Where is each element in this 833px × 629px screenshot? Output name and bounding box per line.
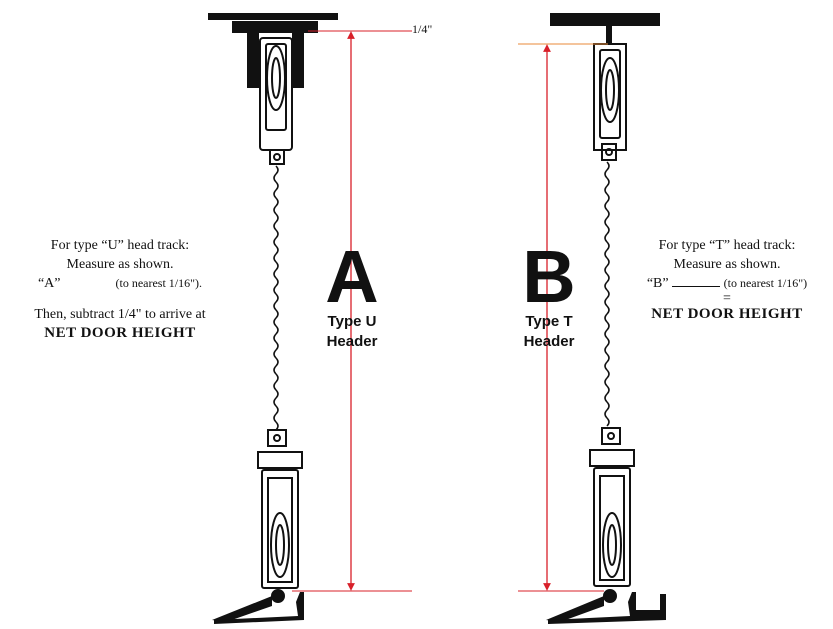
type-u-floor-guide <box>212 596 272 622</box>
label-b: B Type T Header <box>506 240 592 352</box>
type-u-note-line1: For type “U” head track: <box>50 238 190 253</box>
type-u-instructions: For type “U” head track: Measure as show… <box>10 236 230 343</box>
type-u-top-carrier <box>259 37 293 165</box>
label-a: A Type U Header <box>309 240 395 352</box>
type-u-ceiling-plate <box>208 13 338 20</box>
type-u-net-door-height: NET DOOR HEIGHT <box>44 325 196 341</box>
type-u-header-label: Header <box>326 333 378 350</box>
type-t-bottom-bracket <box>589 427 635 603</box>
type-t-note-line3: “B” (to nearest 1/16") <box>614 274 833 293</box>
type-t-note-suffix: (to nearest 1/16") <box>723 276 808 290</box>
type-t-header-label: Header <box>523 333 575 350</box>
type-t-measurement-blank[interactable] <box>672 274 721 287</box>
letter-a: A <box>325 235 379 318</box>
type-u-note-line3: “A” (to nearest 1/16"). <box>10 274 230 293</box>
type-t-chain <box>604 161 610 427</box>
type-t-top-carrier <box>593 43 627 161</box>
type-t-label: Type T <box>525 313 573 330</box>
type-t-note-prefix: “B” <box>646 276 669 291</box>
type-u-note-line4: Then, subtract 1/4" to arrive at <box>34 307 206 322</box>
type-t-equals: = <box>723 291 731 306</box>
type-u-head-track <box>232 21 318 88</box>
quarter-inch-label: 1/4" <box>412 22 433 36</box>
type-u-note-line2: Measure as shown. <box>66 257 174 272</box>
type-t-head-track <box>606 26 612 44</box>
type-u-label: Type U <box>327 313 377 330</box>
type-t-note-line2: Measure as shown. <box>673 257 781 272</box>
type-u-measurement-blank[interactable] <box>64 275 112 287</box>
type-u-note-prefix: “A” <box>37 276 61 291</box>
type-t-assembly <box>518 13 666 624</box>
type-t-net-door-height: NET DOOR HEIGHT <box>651 306 803 322</box>
type-u-chain <box>273 165 279 431</box>
type-u-assembly <box>208 13 412 624</box>
type-t-ceiling-plate <box>550 13 660 26</box>
type-t-instructions: For type “T” head track: Measure as show… <box>614 236 833 324</box>
letter-b: B <box>522 235 576 318</box>
type-u-note-suffix: (to nearest 1/16"). <box>115 276 203 290</box>
type-t-note-line1: For type “T” head track: <box>658 238 796 253</box>
type-u-bottom-bracket <box>257 429 303 603</box>
type-t-floor-guide <box>546 596 604 622</box>
